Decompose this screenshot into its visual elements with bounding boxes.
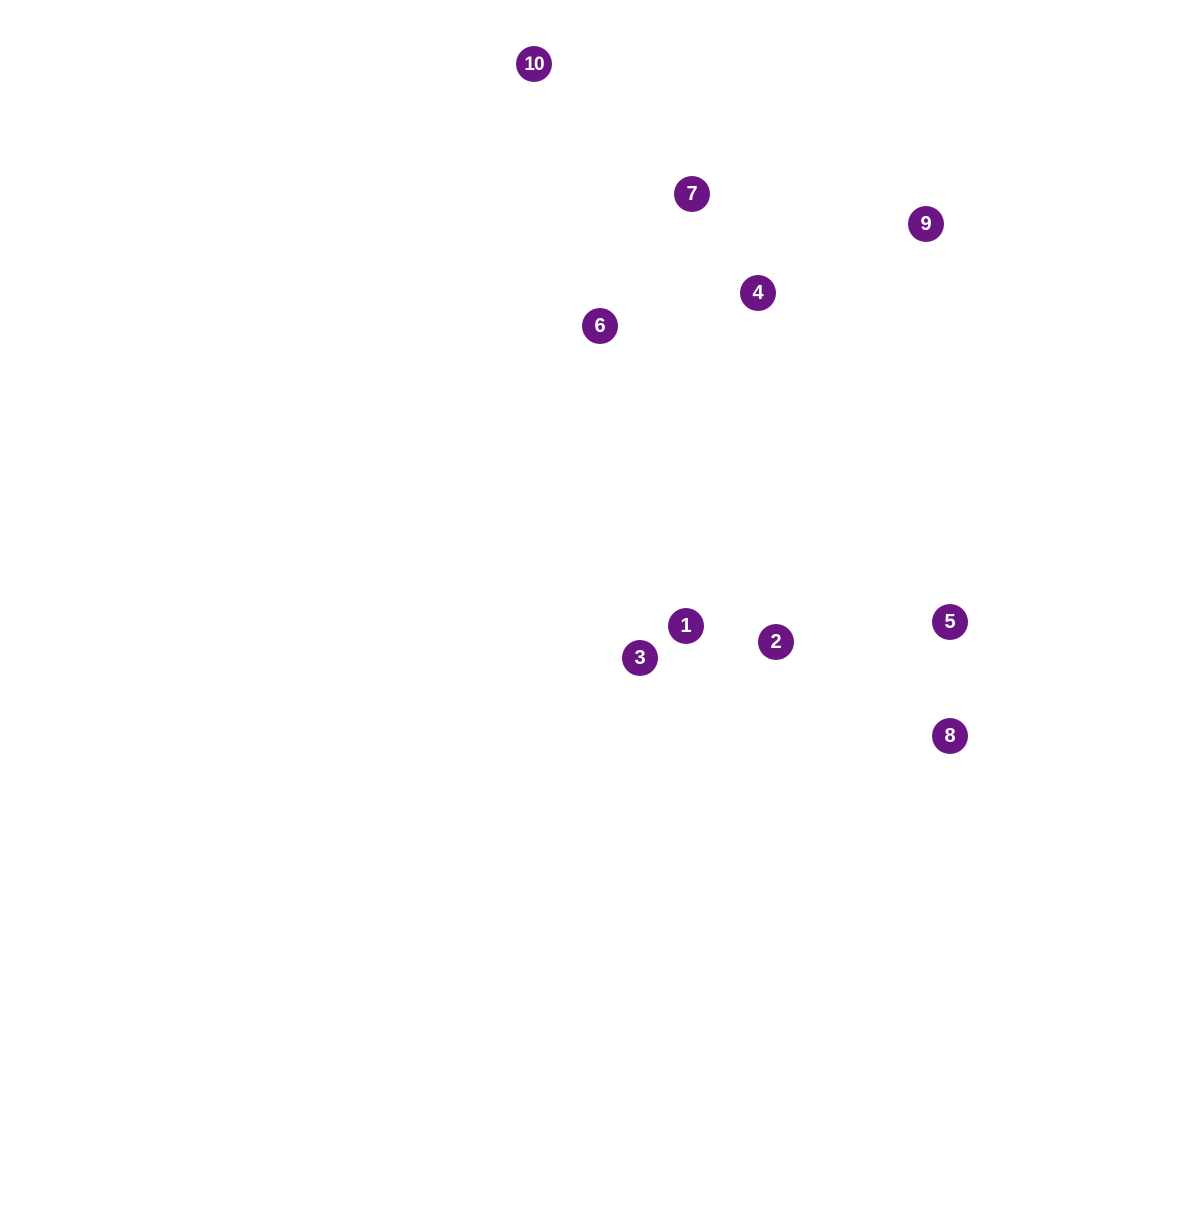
map-marker-4[interactable]: 4 [740,275,776,311]
map-marker-1[interactable]: 1 [668,608,704,644]
map-marker-2[interactable]: 2 [758,624,794,660]
map-marker-3[interactable]: 3 [622,640,658,676]
map-marker-8[interactable]: 8 [932,718,968,754]
map-marker-10[interactable]: 10 [516,46,552,82]
map-marker-6[interactable]: 6 [582,308,618,344]
map-marker-5[interactable]: 5 [932,604,968,640]
map-marker-9[interactable]: 9 [908,206,944,242]
map-marker-7[interactable]: 7 [674,176,710,212]
